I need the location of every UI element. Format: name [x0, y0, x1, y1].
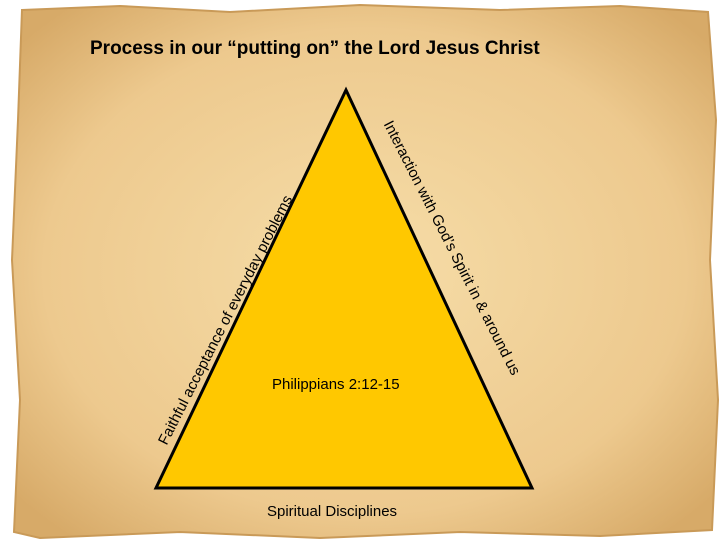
- bottom-label: Spiritual Disciplines: [267, 503, 398, 520]
- page-title: Process in our “putting on” the Lord Jes…: [90, 38, 540, 59]
- center-label: Philippians 2:12-15: [272, 376, 400, 393]
- triangle-shape: [153, 86, 535, 490]
